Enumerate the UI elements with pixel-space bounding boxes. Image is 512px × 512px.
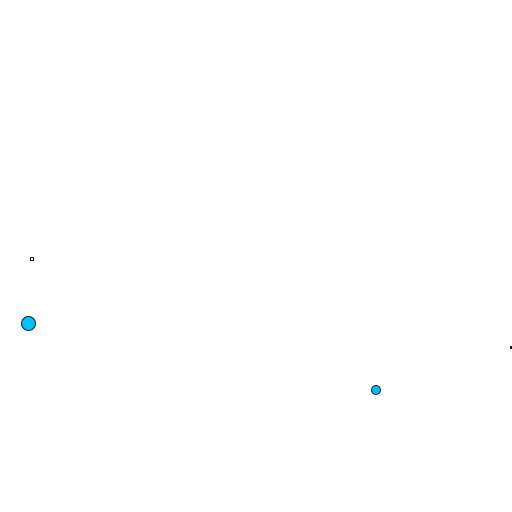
small-square-marker[interactable]	[30, 257, 34, 261]
edge-dot-marker[interactable]	[510, 346, 512, 349]
large-blue-circle-target[interactable]	[21, 316, 36, 331]
small-blue-circle-target[interactable]	[371, 385, 381, 395]
